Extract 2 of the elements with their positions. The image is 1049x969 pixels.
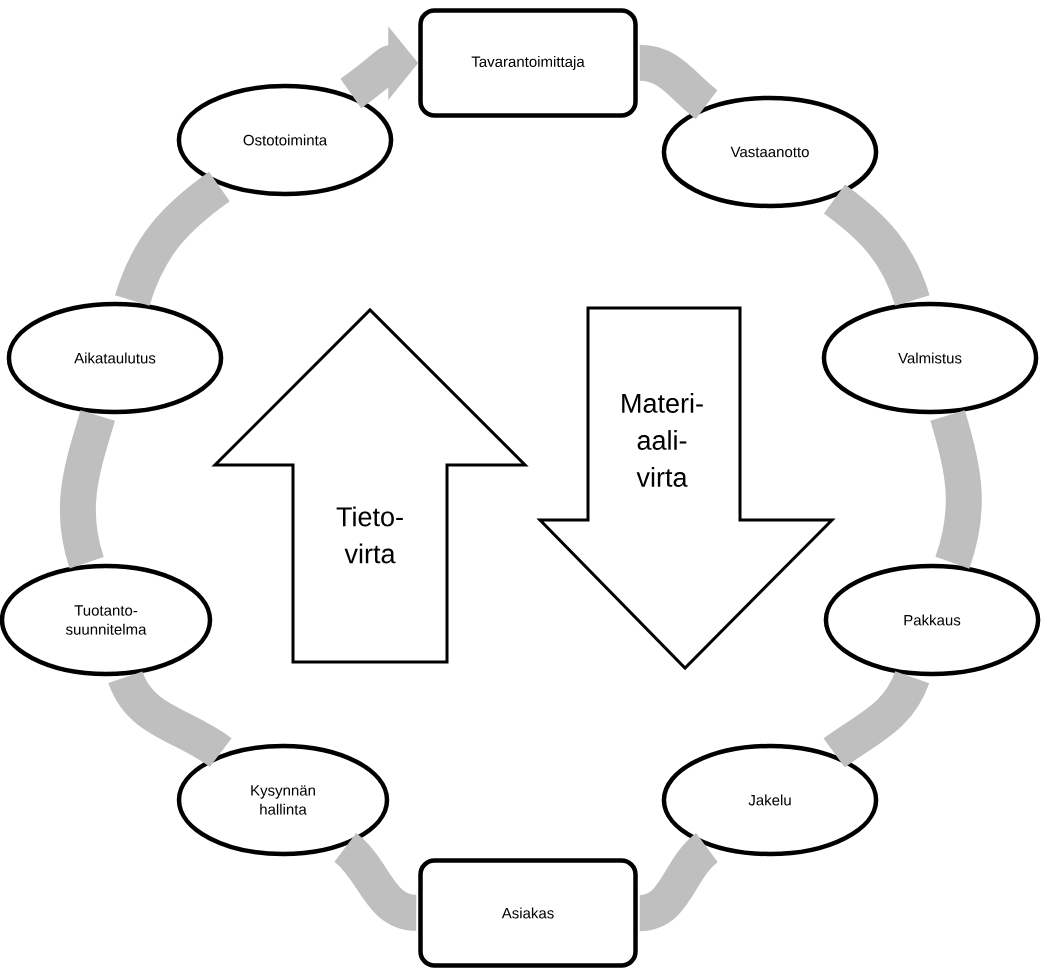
- process-box: Tavarantoimittaja: [418, 8, 638, 118]
- process-box: Asiakas: [418, 858, 638, 968]
